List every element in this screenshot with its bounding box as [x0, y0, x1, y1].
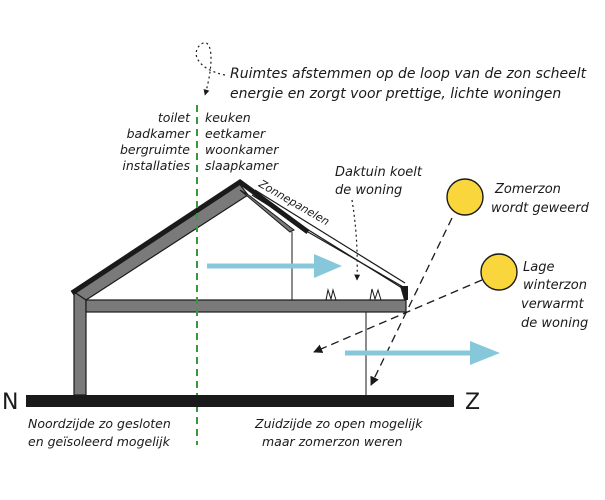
summer-sun-label-2: wordt geweerd	[491, 201, 590, 216]
headline-pointer-arrow	[195, 42, 226, 96]
winter-sun-label-4: de woning	[521, 316, 588, 331]
compass-south: Z	[465, 390, 480, 415]
north-wall	[73, 291, 87, 396]
north-side-caption-2: en geïsoleerd mogelijk	[28, 434, 171, 449]
winter-sun-label-3: verwarmt	[521, 297, 585, 312]
roof-garden-pointer	[351, 199, 361, 281]
north-room-3: bergruimte	[120, 142, 190, 157]
north-room-2: badkamer	[127, 126, 191, 141]
south-room-4: slaapkamer	[205, 158, 279, 173]
upper-heat-arrow	[207, 254, 342, 278]
north-room-1: toilet	[158, 110, 191, 125]
winter-sun-label-1: Lage	[523, 260, 554, 275]
south-room-3: woonkamer	[205, 142, 279, 157]
winter-sun-label-2: winterzon	[523, 278, 587, 293]
south-side-caption-2: maar zomerzon weren	[262, 434, 403, 449]
north-rooms-list: toilet badkamer bergruimte installaties	[120, 110, 191, 173]
summer-sun-label-1: Zomerzon	[494, 182, 561, 197]
headline-line-2: energie en zorgt voor prettige, lichte w…	[230, 86, 561, 102]
solar-panel-line-2	[251, 194, 403, 289]
headline-line-1: Ruimtes afstemmen op de loop van de zon …	[230, 66, 587, 82]
winter-sun-ray	[313, 279, 483, 353]
ground	[26, 395, 454, 407]
grass-mark-1	[325, 288, 337, 301]
winter-sun	[480, 253, 518, 291]
south-rooms-list: keuken eetkamer woonkamer slaapkamer	[205, 110, 279, 173]
roof-end-cap	[400, 286, 408, 300]
south-roof-inner	[239, 189, 295, 233]
north-room-4: installaties	[122, 158, 190, 173]
south-room-1: keuken	[205, 110, 251, 125]
lower-heat-arrow	[345, 341, 500, 365]
north-side-caption-1: Noordzijde zo gesloten	[28, 416, 171, 431]
house	[70, 178, 408, 396]
roof-garden-label-2: de woning	[335, 183, 402, 198]
solar-panel-line-1	[254, 189, 406, 284]
south-side-caption-1: Zuidzijde zo open mogelijk	[254, 416, 423, 431]
north-roof	[72, 181, 249, 301]
south-room-2: eetkamer	[205, 126, 266, 141]
summer-sun-ray	[370, 217, 453, 386]
grass-mark-2	[369, 288, 382, 301]
summer-sun	[446, 178, 484, 216]
floor-slab	[85, 299, 407, 313]
compass-north: N	[2, 390, 18, 415]
roof-garden-label-1: Daktuin koelt	[335, 165, 423, 180]
